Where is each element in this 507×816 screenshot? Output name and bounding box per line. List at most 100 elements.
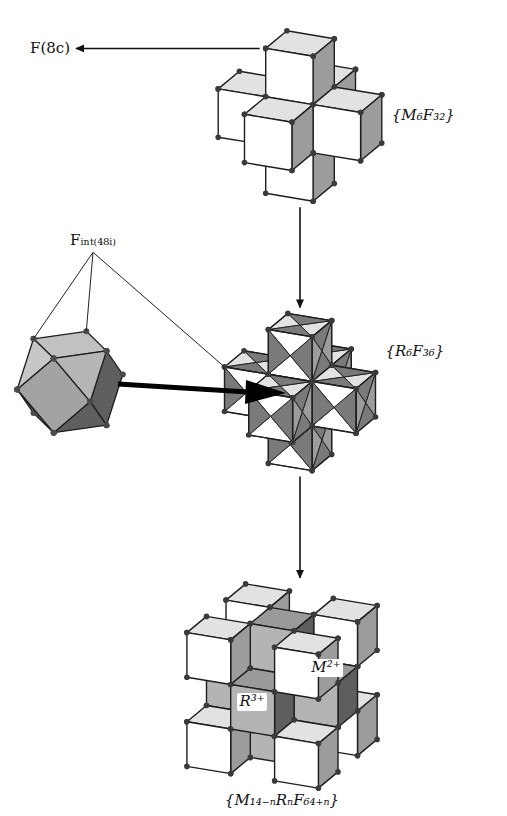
fluorine-atom	[355, 619, 361, 625]
fluorine-atom	[290, 440, 296, 446]
fluorine-atom	[266, 371, 272, 377]
fluorine-atom	[14, 387, 20, 393]
fluorine-atom	[309, 423, 315, 429]
cube-face	[187, 633, 231, 685]
fluorine-atom	[228, 682, 234, 688]
fluorine-atom	[309, 423, 315, 429]
fluorine-atom	[248, 621, 254, 627]
fluorine-atom	[51, 430, 57, 436]
step-arrow	[299, 207, 301, 307]
fluorine-atom	[310, 102, 316, 108]
fluorine-atom	[204, 703, 210, 709]
fluorine-atom	[263, 94, 269, 100]
fluorine-atom	[248, 665, 254, 671]
fluorine-atom	[242, 112, 248, 118]
fluorine-atom	[310, 150, 316, 156]
fluorine-atom	[287, 588, 293, 594]
fluorine-atom	[358, 110, 364, 116]
fluorine-atom	[353, 386, 359, 392]
cube-face	[275, 736, 319, 788]
fluorine-atom	[309, 379, 315, 385]
fluorine-atom	[242, 160, 248, 166]
fluorine-atom	[51, 355, 57, 361]
fluorine-atom	[309, 334, 315, 340]
leader-line	[93, 252, 225, 367]
fluorine-atom	[291, 628, 297, 634]
fluorine-atom	[291, 628, 297, 634]
fluorine-atom	[358, 158, 364, 164]
fluorine-atom	[289, 119, 295, 125]
fluorine-atom	[355, 708, 361, 714]
fluorine-atom	[335, 635, 341, 641]
fluorine-atom	[87, 399, 93, 405]
fluorine-atom	[263, 191, 269, 197]
cube-face	[266, 48, 313, 104]
leader-line	[86, 252, 93, 331]
fluorine-atom	[263, 46, 269, 52]
cluster-formula: {M₆F₃₂}	[392, 107, 455, 124]
fluorine-atom	[290, 395, 296, 401]
fluorine-atom	[335, 680, 341, 686]
cube-face	[318, 727, 338, 788]
fluorine-atom	[223, 597, 229, 603]
fluorine-atom	[287, 588, 293, 594]
cube-face	[292, 105, 313, 171]
fluorine-atom	[335, 680, 341, 686]
fluorine-atom	[310, 102, 316, 108]
fluorine-atom	[332, 36, 338, 42]
fluorine-atom	[291, 717, 297, 723]
cube-face	[358, 695, 378, 756]
fluorine-atom	[272, 689, 278, 695]
fluorine-atom	[267, 605, 273, 611]
fluorine-atom	[374, 603, 380, 609]
fluorine-atom	[316, 652, 322, 658]
fluorine-atom	[184, 630, 190, 636]
fluorine-atom	[353, 386, 359, 392]
cube-face	[361, 95, 382, 161]
fluorine-atom	[248, 755, 254, 761]
fluorine-atom	[222, 409, 228, 415]
fluorine-atom	[290, 440, 296, 446]
fluorine-atom	[228, 771, 234, 777]
fluorine-atom	[355, 619, 361, 625]
fluorine-atom	[329, 318, 335, 324]
fluorine-atom	[87, 399, 93, 405]
fluorine-atom	[310, 102, 316, 108]
fluorine-atom	[355, 708, 361, 714]
fluorine-atom	[184, 764, 190, 770]
fluorine-atom	[290, 395, 296, 401]
fluorine-atom	[241, 348, 247, 354]
fluorine-atom	[374, 603, 380, 609]
fluorine-atom	[379, 92, 385, 98]
fluorine-atom	[349, 346, 355, 352]
fluorine-atom	[353, 386, 359, 392]
fluorine-atom	[316, 741, 322, 747]
fluorine-atom	[228, 726, 234, 732]
fluorine-atom	[248, 665, 254, 671]
fluorine-atom	[355, 708, 361, 714]
fluorine-atom	[290, 395, 296, 401]
cube-face	[231, 685, 275, 737]
fluorine-atom	[374, 737, 380, 743]
fluorine-atom	[248, 755, 254, 761]
fluorine-atom	[355, 664, 361, 670]
fluorine-atom	[309, 334, 315, 340]
fluorine-atom	[331, 596, 337, 602]
fluorine-atom	[316, 696, 322, 702]
fluorine-atom	[266, 371, 272, 377]
fluorine-atom	[310, 150, 316, 156]
fluorine-atom	[316, 785, 322, 791]
fluorine-atom	[228, 637, 234, 643]
fluorine-atom	[335, 680, 341, 686]
fluorine-atom	[51, 355, 57, 361]
fluorine-atom	[329, 362, 335, 368]
fluorine-atom	[263, 46, 269, 52]
fluorine-atom	[309, 423, 315, 429]
fluorine-atom	[358, 110, 364, 116]
fluorine-atom	[204, 614, 210, 620]
fluorine-atom	[310, 102, 316, 108]
cube-face	[358, 606, 378, 667]
fluorine-atom	[310, 150, 316, 156]
fluorine-atom	[291, 628, 297, 634]
fluorine-atom	[263, 94, 269, 100]
